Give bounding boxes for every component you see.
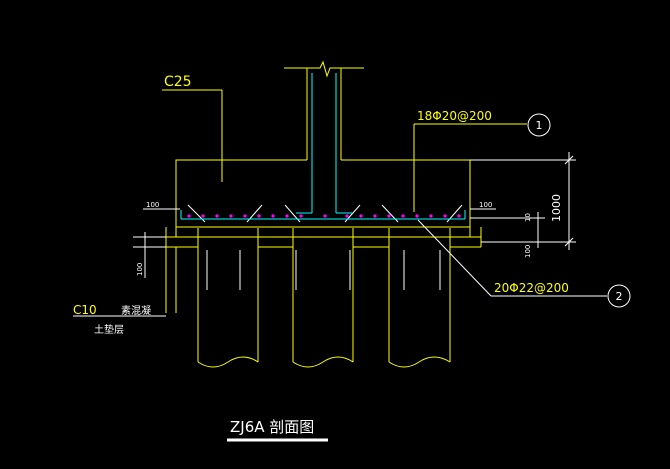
dim-cover-right: 100	[479, 201, 492, 209]
cushion-grade: C10	[73, 303, 97, 317]
pile-cap-outline	[165, 159, 482, 313]
callout-1-number: 1	[536, 119, 543, 132]
section-title: ZJ6A 剖面图	[230, 418, 314, 436]
cushion-label: 土垫层	[94, 323, 124, 336]
dim-cushion-right: 100	[524, 245, 532, 258]
rebar-dots	[187, 214, 461, 218]
concrete-grade-leader	[162, 89, 223, 182]
pile-middle	[292, 228, 354, 368]
dim-cushion-left: 100	[136, 263, 144, 276]
column-outline	[284, 60, 364, 160]
bottom-rebar-label: 20Φ22@200	[494, 281, 569, 295]
bottom-rebar-leader	[417, 219, 631, 308]
height-dimension	[470, 152, 576, 250]
cushion-material: 素混凝	[121, 304, 151, 317]
pile-right	[388, 228, 451, 368]
concrete-grade-label: C25	[164, 74, 192, 90]
dim-total-height: 1000	[550, 194, 563, 222]
dim-cover-left: 100	[146, 201, 159, 209]
top-rebar-leader	[413, 113, 551, 212]
callout-2-number: 2	[616, 290, 623, 303]
cushion-dimension	[133, 232, 166, 278]
pile-left	[197, 228, 259, 368]
dim-pile-embed: 10	[524, 213, 532, 222]
bottom-rebar-mat	[180, 210, 466, 220]
pile-rebar	[187, 204, 463, 290]
column-rebar	[296, 73, 352, 214]
top-rebar-label: 18Φ20@200	[417, 109, 492, 123]
